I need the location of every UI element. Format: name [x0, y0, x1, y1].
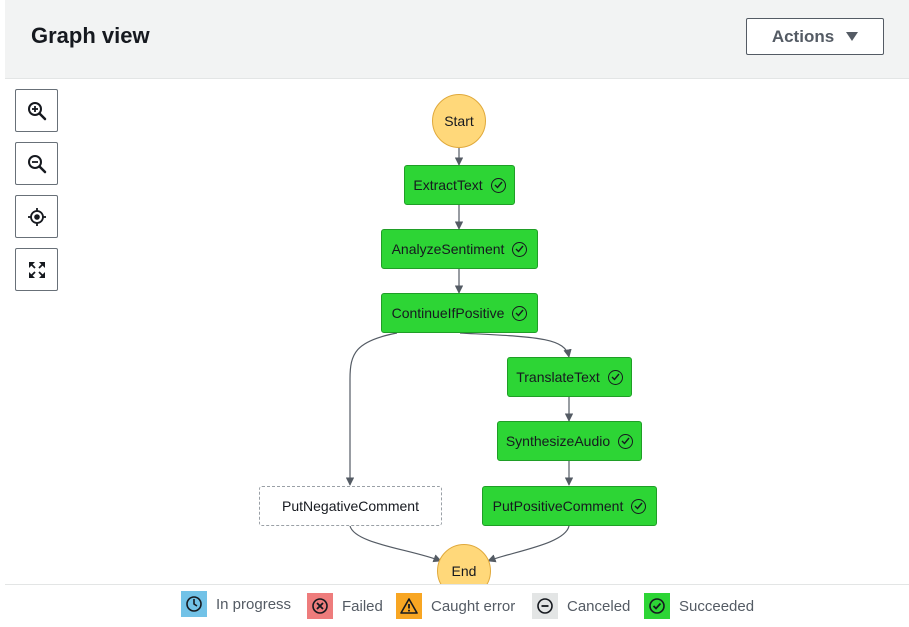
legend-canceled: Canceled [532, 593, 630, 619]
edge-negative-end [349, 525, 442, 563]
state-analyze-sentiment[interactable]: AnalyzeSentiment [381, 229, 538, 269]
zoom-in-button[interactable] [15, 89, 58, 132]
check-circle-icon [512, 305, 528, 321]
state-put-positive-comment[interactable]: PutPositiveComment [482, 486, 657, 526]
graph-canvas[interactable]: Start ExtractText AnalyzeSentiment Conti… [5, 79, 909, 598]
state-put-negative-comment[interactable]: PutNegativeComment [259, 486, 442, 526]
state-extract-text[interactable]: ExtractText [404, 165, 515, 205]
start-node[interactable]: Start [432, 94, 486, 148]
header: Graph view Actions [5, 0, 909, 79]
minus-circle-icon [532, 593, 558, 619]
center-button[interactable] [15, 195, 58, 238]
edge-continue-translate [459, 332, 572, 358]
state-label: TranslateText [516, 369, 600, 385]
warning-icon [396, 593, 422, 619]
edge-positive-end [487, 525, 570, 563]
fit-screen-button[interactable] [15, 248, 58, 291]
state-synthesize-audio[interactable]: SynthesizeAudio [497, 421, 642, 461]
legend-caught-error: Caught error [396, 593, 515, 619]
fit-screen-icon [28, 261, 45, 278]
legend-failed: Failed [307, 593, 383, 619]
state-label: PutPositiveComment [492, 498, 624, 514]
legend-label: Failed [342, 597, 383, 615]
zoom-in-icon [27, 101, 46, 120]
state-continue-if-positive[interactable]: ContinueIfPositive [381, 293, 538, 333]
actions-label: Actions [771, 26, 835, 46]
clock-icon [181, 591, 207, 617]
state-label: ExtractText [413, 177, 483, 193]
legend-label: Caught error [431, 597, 516, 615]
legend-label: Canceled [567, 597, 631, 615]
edge-continue-negative [345, 332, 398, 486]
legend-label: In progress [216, 595, 292, 613]
check-circle-icon [618, 433, 634, 449]
legend-label: Succeeded [679, 597, 755, 615]
status-legend: In progress Failed Caught error Canceled… [5, 584, 909, 627]
caret-down-icon [846, 32, 859, 41]
legend-succeeded: Succeeded [644, 593, 754, 619]
zoom-out-icon [27, 154, 46, 173]
state-label: ContinueIfPositive [391, 305, 505, 321]
graph-edges [345, 148, 574, 563]
check-circle-icon [607, 369, 623, 385]
page-title: Graph view [31, 23, 150, 48]
center-icon [27, 207, 46, 226]
check-circle-icon [512, 241, 528, 257]
state-label: SynthesizeAudio [505, 433, 611, 449]
actions-button[interactable]: Actions [746, 18, 884, 55]
x-circle-icon [307, 593, 333, 619]
zoom-out-button[interactable] [15, 142, 58, 185]
check-circle-icon [631, 498, 647, 514]
check-circle-icon [644, 593, 670, 619]
state-translate-text[interactable]: TranslateText [507, 357, 632, 397]
state-label: AnalyzeSentiment [391, 241, 505, 257]
state-label: PutNegativeComment [282, 498, 419, 514]
check-circle-icon [490, 177, 506, 193]
legend-in-progress: In progress [181, 591, 291, 617]
